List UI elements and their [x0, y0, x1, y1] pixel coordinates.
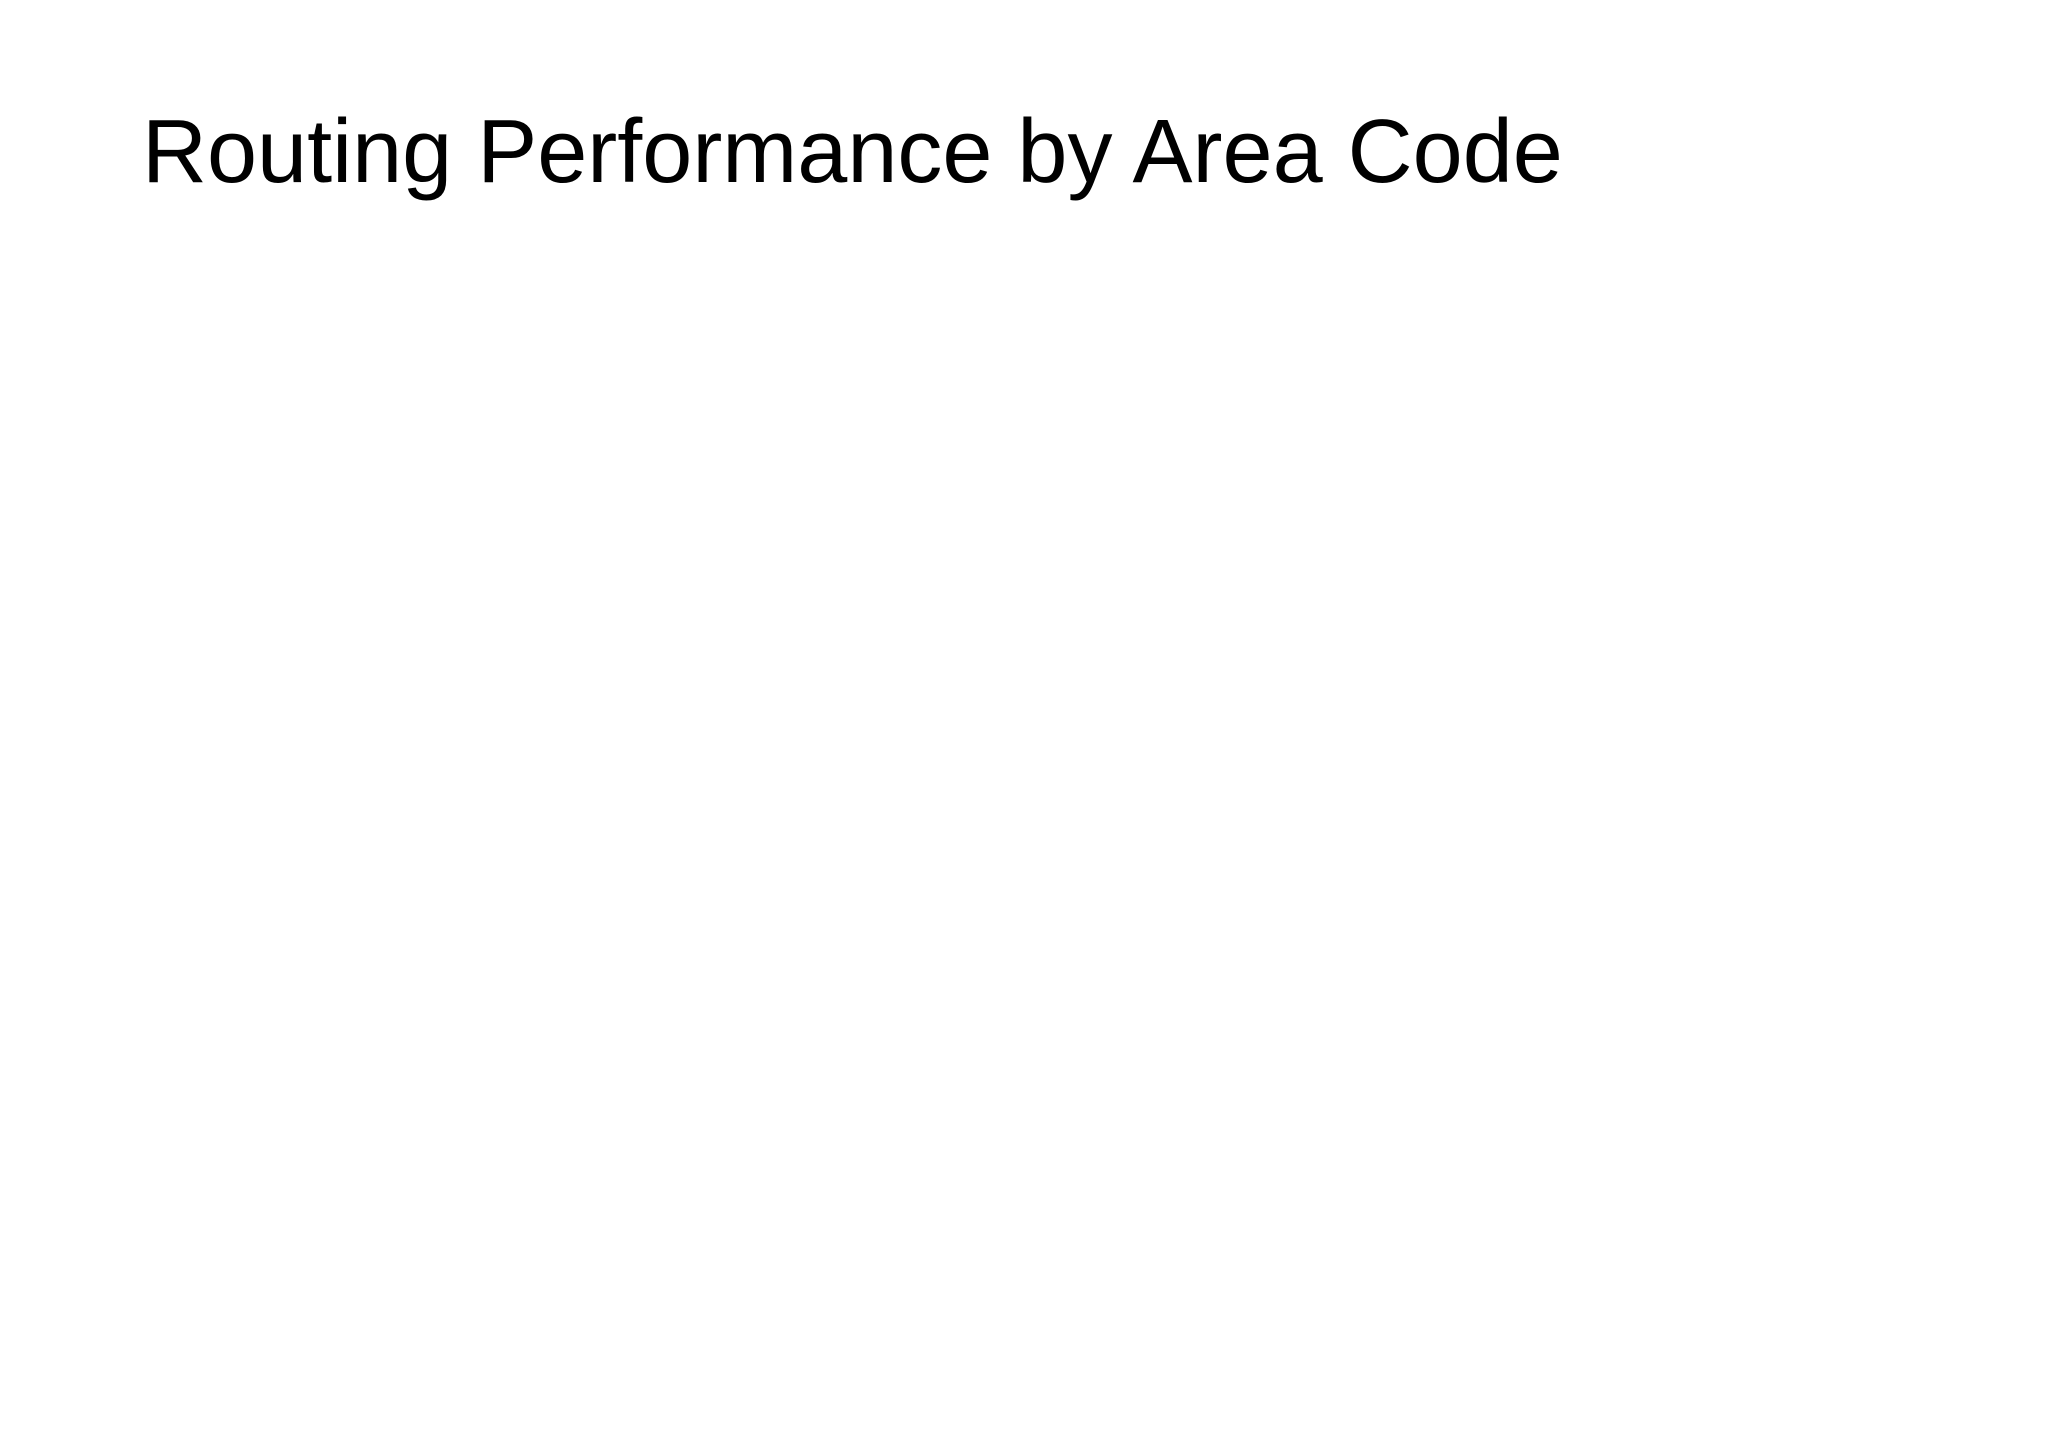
- slide-title: Routing Performance by Area Code: [142, 102, 1563, 202]
- title-placeholder[interactable]: Routing Performance by Area Code: [142, 100, 1902, 250]
- content-placeholder[interactable]: [142, 300, 1902, 1320]
